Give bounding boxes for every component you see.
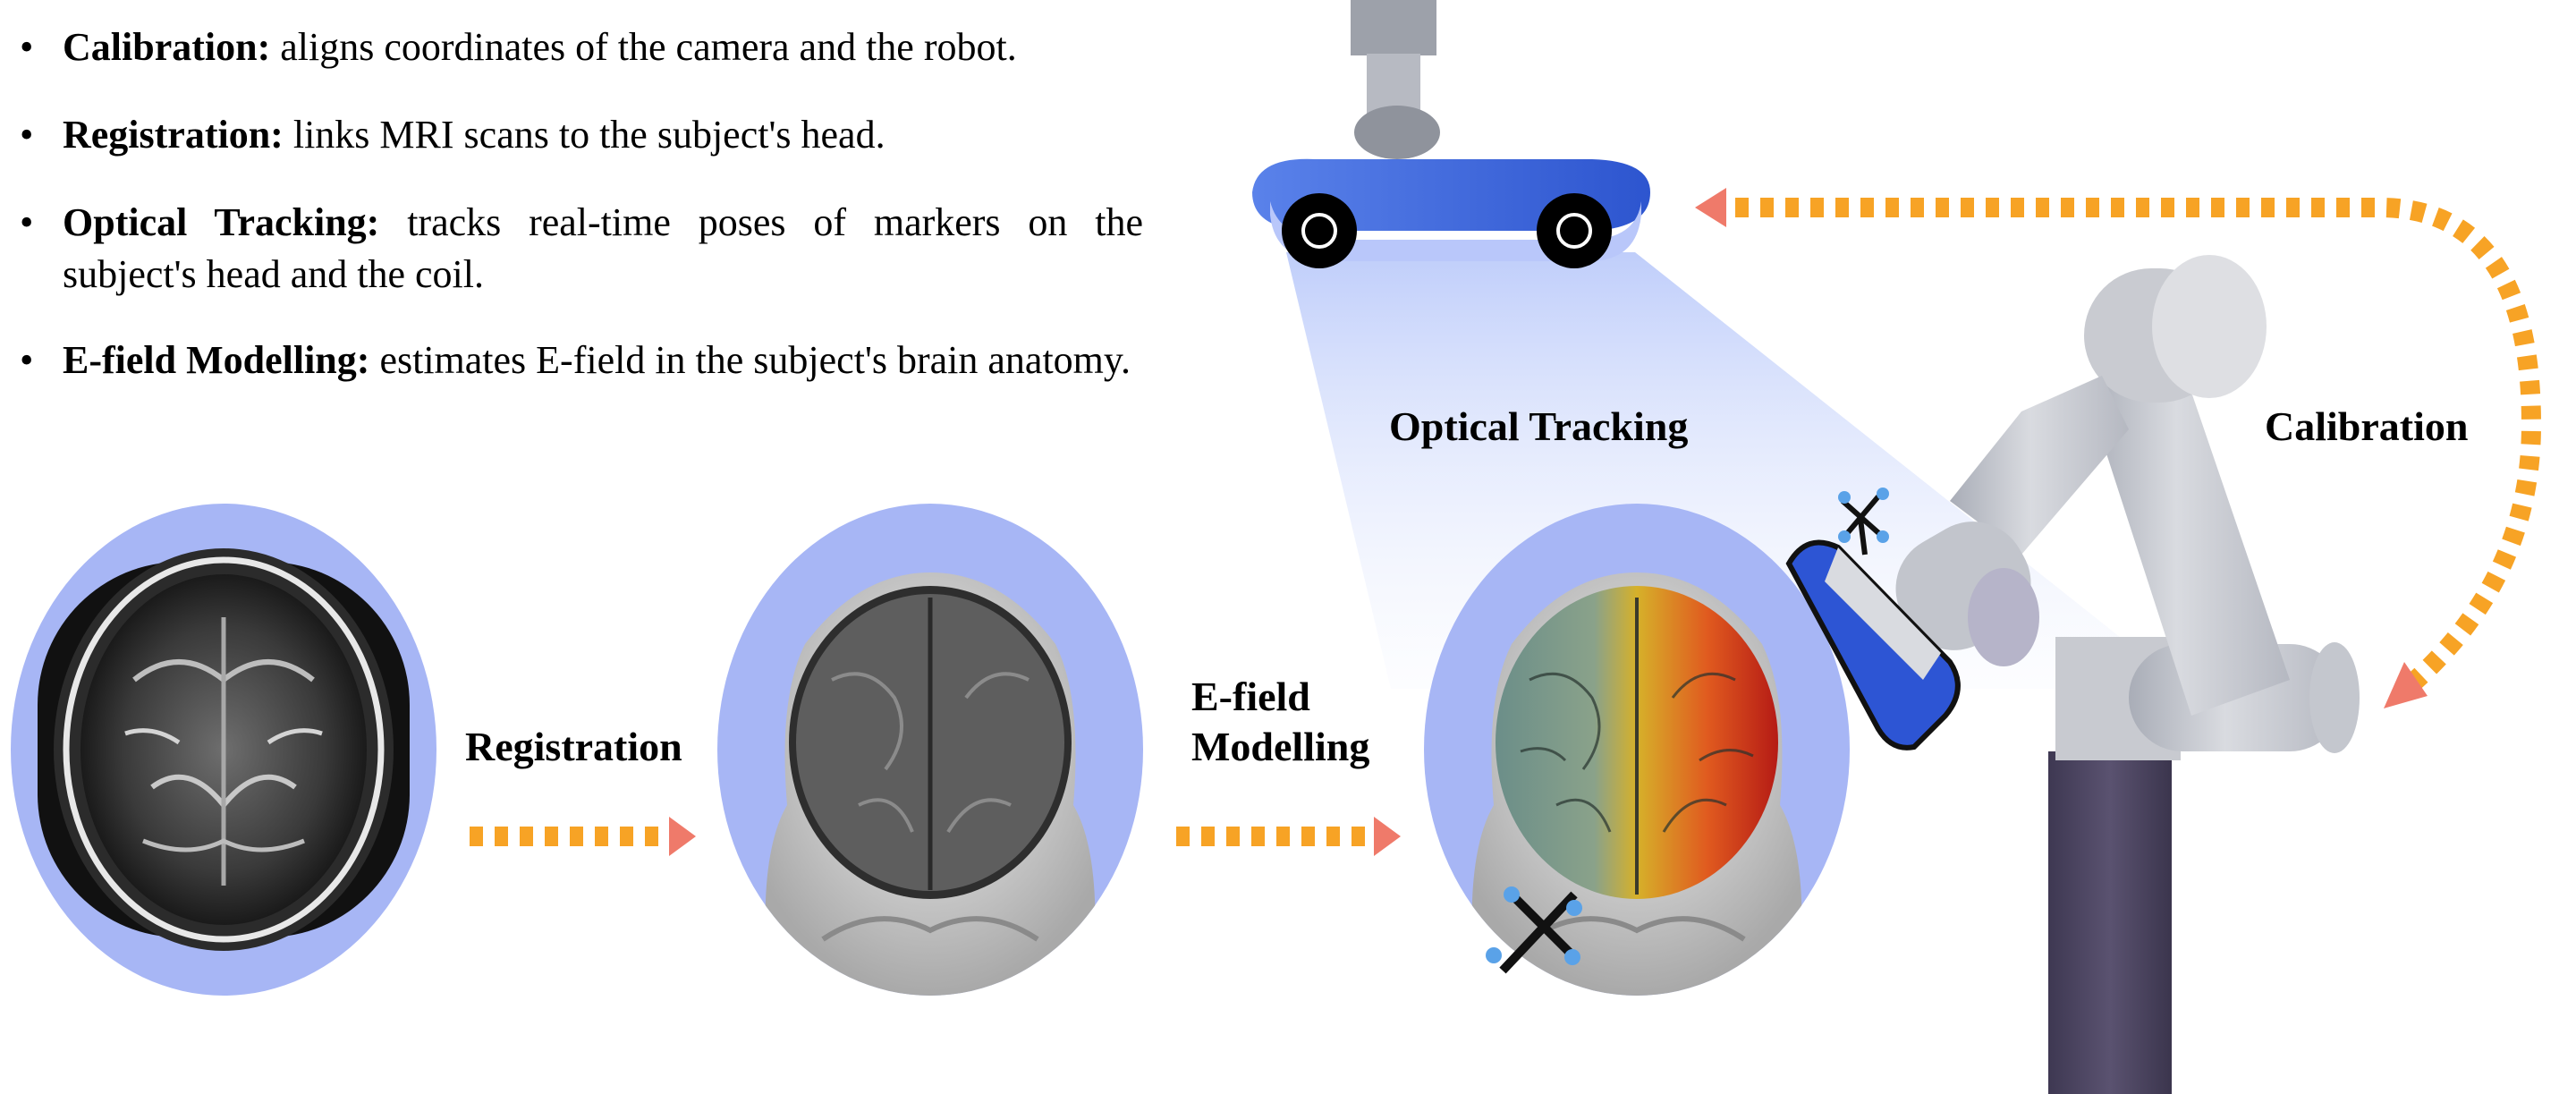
bullet-desc: tracks real-time poses of markers on the… [63, 200, 1143, 296]
calibration-label: Calibration [2265, 403, 2469, 449]
registration-label: Registration [465, 724, 682, 769]
mri-scan-image [38, 548, 410, 951]
calibration-arrow [1695, 188, 2542, 708]
bullet-term: Optical Tracking: [63, 200, 380, 244]
efield-label-line1: E-field [1191, 674, 1310, 719]
bullet-desc: aligns coordinates of the camera and the… [280, 25, 1017, 69]
bullet-term: Calibration: [63, 25, 271, 69]
bullet-term: Registration: [63, 113, 284, 157]
registered-head-image [765, 572, 1096, 996]
bullet-term: E-field Modelling: [63, 338, 370, 382]
bullet-desc: estimates E-field in the subject's brain… [379, 338, 1131, 382]
tms-coil [1785, 488, 1961, 751]
head-tracking-marker [1486, 886, 1582, 974]
efield-label-line2: Modelling [1191, 724, 1370, 769]
registration-arrow [470, 817, 696, 856]
robot-arm [1895, 255, 2360, 1094]
tracking-camera [1252, 0, 1650, 268]
efield-head-image [1471, 572, 1802, 996]
efield-modelling-arrow [1176, 817, 1401, 856]
bullet-desc: links MRI scans to the subject's head. [292, 113, 886, 157]
optical-tracking-label: Optical Tracking [1389, 403, 1689, 449]
